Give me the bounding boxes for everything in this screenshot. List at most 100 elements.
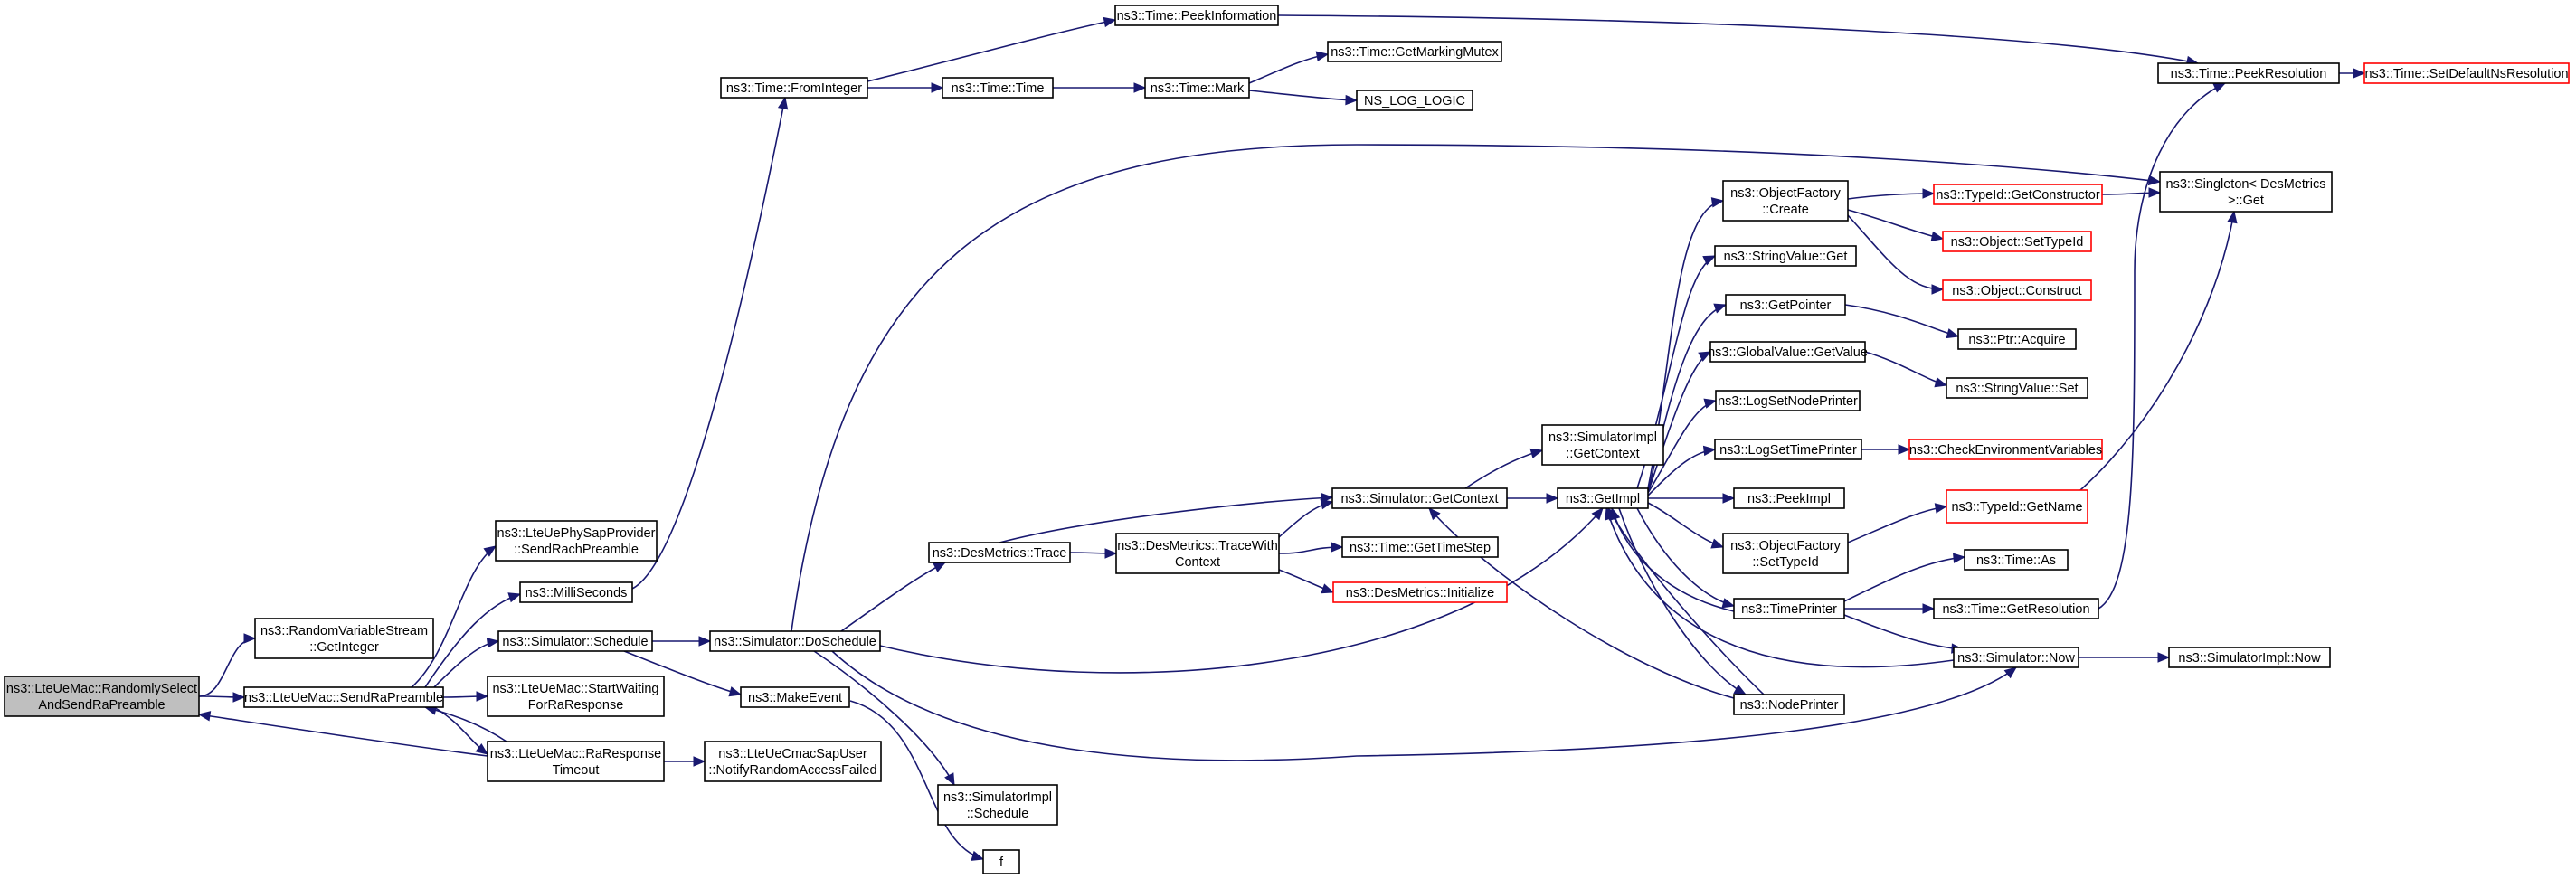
node-object_construct[interactable]: ns3::Object::Construct (1942, 279, 2092, 301)
node-simimpl_now[interactable]: ns3::SimulatorImpl::Now (2168, 647, 2331, 668)
node-ptr_acquire[interactable]: ns3::Ptr::Acquire (1957, 328, 2077, 350)
node-gettimestep[interactable]: ns3::Time::GetTimeStep (1341, 536, 1499, 558)
node-getmarkingmutex[interactable]: ns3::Time::GetMarkingMutex (1327, 41, 1502, 62)
node-box[interactable] (1733, 694, 1845, 715)
node-box[interactable] (942, 77, 1054, 99)
node-setdefaultnsres[interactable]: ns3::Time::SetDefaultNsResolution (2363, 62, 2570, 84)
node-sim_schedule[interactable]: ns3::Simulator::Schedule (497, 630, 653, 652)
node-box[interactable] (1908, 439, 2103, 460)
node-box[interactable] (1331, 487, 1508, 509)
node-box[interactable] (704, 741, 882, 782)
node-object_settypeid[interactable]: ns3::Object::SetTypeId (1942, 231, 2092, 252)
node-fromint[interactable]: ns3::Time::FromInteger (720, 77, 868, 99)
node-box[interactable] (937, 784, 1058, 826)
node-box[interactable] (740, 686, 850, 708)
node-box[interactable] (1733, 487, 1845, 509)
node-logsetnodeprinter[interactable]: ns3::LogSetNodePrinter (1715, 390, 1861, 411)
node-getimpl[interactable]: ns3::GetImpl (1557, 487, 1649, 509)
node-box[interactable] (1953, 647, 2079, 668)
node-box[interactable] (1327, 41, 1502, 62)
node-sendrapreamble[interactable]: ns3::LteUeMac::SendRaPreamble (243, 686, 444, 708)
node-typeid_getname[interactable]: ns3::TypeId::GetName (1946, 489, 2088, 524)
node-box[interactable] (1933, 184, 2103, 205)
node-simulator_now[interactable]: ns3::Simulator::Now (1953, 647, 2079, 668)
node-box[interactable] (1709, 341, 1866, 363)
node-rvs_getinteger[interactable]: ns3::RandomVariableStream::GetInteger (254, 618, 434, 659)
node-f[interactable]: f (982, 849, 1020, 874)
node-box[interactable] (1942, 279, 2092, 301)
node-box[interactable] (1957, 328, 2077, 350)
node-doschedule[interactable]: ns3::Simulator::DoSchedule (709, 630, 881, 652)
node-box[interactable] (709, 630, 881, 652)
node-box[interactable] (1964, 549, 2069, 571)
node-timeprinter[interactable]: ns3::TimePrinter (1733, 598, 1845, 619)
node-logsettimeprinter[interactable]: ns3::LogSetTimePrinter (1714, 439, 1862, 460)
node-typeid_getconstructor[interactable]: ns3::TypeId::GetConstructor (1933, 184, 2103, 205)
node-box[interactable] (1722, 533, 1849, 574)
node-box[interactable] (487, 741, 665, 782)
node-box[interactable] (2168, 647, 2331, 668)
node-notifyrandomaccess[interactable]: ns3::LteUeCmacSapUser::NotifyRandomAcces… (704, 741, 882, 782)
node-checkenv[interactable]: ns3::CheckEnvironmentVariables (1908, 439, 2103, 460)
node-singleton_get[interactable]: ns3::Singleton< DesMetrics >::Get (2159, 171, 2333, 213)
node-simimpl_schedule[interactable]: ns3::SimulatorImpl::Schedule (937, 784, 1058, 826)
node-milliseconds[interactable]: ns3::MilliSeconds (519, 581, 633, 603)
node-box[interactable] (497, 630, 653, 652)
node-getpointer[interactable]: ns3::GetPointer (1725, 294, 1846, 316)
node-objfactory_create[interactable]: ns3::ObjectFactory::Create (1722, 180, 1849, 222)
node-box[interactable] (982, 849, 1020, 874)
node-simimpl_getcontext[interactable]: ns3::SimulatorImpl::GetContext (1541, 424, 1664, 466)
node-box[interactable] (1946, 489, 2088, 524)
node-time_as[interactable]: ns3::Time::As (1964, 549, 2069, 571)
node-box[interactable] (1715, 390, 1861, 411)
node-desmetrics_init[interactable]: ns3::DesMetrics::Initialize (1332, 581, 1508, 603)
node-getcontext[interactable]: ns3::Simulator::GetContext (1331, 487, 1508, 509)
node-box[interactable] (928, 542, 1071, 563)
node-box[interactable] (2157, 62, 2340, 84)
node-box[interactable] (1714, 439, 1862, 460)
node-box[interactable] (1356, 90, 1473, 111)
node-peekresolution[interactable]: ns3::Time::PeekResolution (2157, 62, 2340, 84)
node-box[interactable] (1115, 533, 1280, 574)
node-box[interactable] (1557, 487, 1649, 509)
node-box[interactable] (1733, 598, 1845, 619)
node-box[interactable] (1946, 377, 2088, 399)
node-box[interactable] (2159, 171, 2333, 213)
node-box[interactable] (1722, 180, 1849, 222)
node-box[interactable] (495, 520, 658, 562)
node-phy_sendrach[interactable]: ns3::LteUePhySapProvider::SendRachPreamb… (495, 520, 658, 562)
node-peekimpl[interactable]: ns3::PeekImpl (1733, 487, 1845, 509)
node-time_time[interactable]: ns3::Time::Time (942, 77, 1054, 99)
node-box[interactable] (1341, 536, 1499, 558)
node-stringvalue_set[interactable]: ns3::StringValue::Set (1946, 377, 2088, 399)
node-box[interactable] (4, 676, 200, 717)
node-box[interactable] (1541, 424, 1664, 466)
node-root[interactable]: ns3::LteUeMac::RandomlySelectAndSendRaPr… (4, 676, 200, 717)
node-box[interactable] (1714, 245, 1857, 267)
node-box[interactable] (1114, 5, 1279, 26)
node-time_mark[interactable]: ns3::Time::Mark (1144, 77, 1250, 99)
node-box[interactable] (720, 77, 868, 99)
node-time_getresolution[interactable]: ns3::Time::GetResolution (1933, 598, 2099, 619)
node-box[interactable] (1933, 598, 2099, 619)
node-ns_log_logic[interactable]: NS_LOG_LOGIC (1356, 90, 1473, 111)
node-globalvalue_getvalue[interactable]: ns3::GlobalValue::GetValue (1708, 341, 1868, 363)
node-box[interactable] (254, 618, 434, 659)
node-box[interactable] (487, 676, 665, 717)
node-box[interactable] (2363, 62, 2570, 84)
node-nodeprinter[interactable]: ns3::NodePrinter (1733, 694, 1845, 715)
node-box[interactable] (243, 686, 444, 708)
node-box[interactable] (1332, 581, 1508, 603)
node-peekinfo[interactable]: ns3::Time::PeekInformation (1114, 5, 1279, 26)
node-box[interactable] (1942, 231, 2092, 252)
node-makeevent[interactable]: ns3::MakeEvent (740, 686, 850, 708)
node-box[interactable] (519, 581, 633, 603)
node-box[interactable] (1144, 77, 1250, 99)
node-objfactory_settypeid[interactable]: ns3::ObjectFactory::SetTypeId (1722, 533, 1849, 574)
node-stringvalue_get[interactable]: ns3::StringValue::Get (1714, 245, 1857, 267)
node-box[interactable] (1725, 294, 1846, 316)
node-desmetrics_trace[interactable]: ns3::DesMetrics::Trace (928, 542, 1071, 563)
